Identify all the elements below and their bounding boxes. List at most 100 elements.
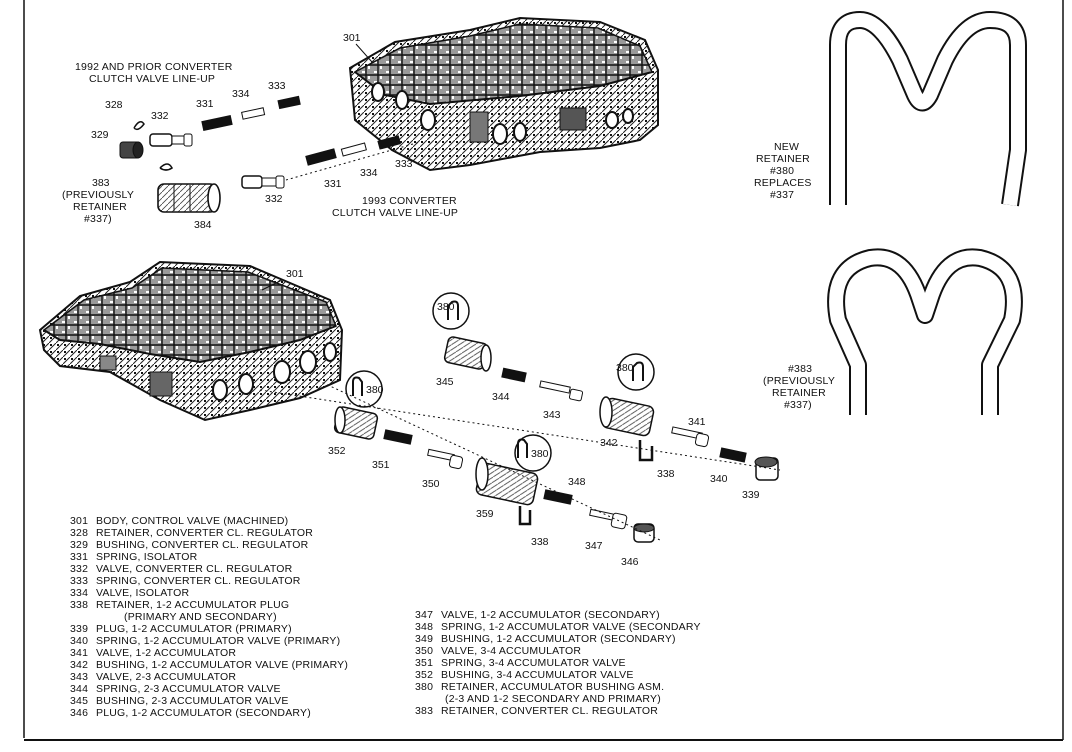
caption-retainer-383: #383 (PREVIOUSLY RETAINER #337) [763,363,835,411]
part-338a-retainer [638,440,654,462]
part-344-spring [501,367,527,383]
part-345-bushing [443,336,492,372]
legend-row: 339 PLUG, 1-2 ACCUMULATOR (PRIMARY) [70,623,292,635]
callout-301-bottom: 301 [286,268,304,280]
legend-row: 338 RETAINER, 1-2 ACCUMULATOR PLUG [70,599,289,611]
legend-row: 331 SPRING, ISOLATOR [70,551,198,563]
svg-text:CLUTCH VALVE LINE-UP: CLUTCH VALVE LINE-UP [332,207,458,219]
callout-343: 343 [543,409,561,421]
part-329-bushing [119,141,144,159]
part-340-spring [719,447,747,463]
part-331-spring-old [201,114,233,132]
svg-text:VALVE, 3-4 ACCUMULATOR: VALVE, 3-4 ACCUMULATOR [441,645,581,657]
svg-text:331: 331 [70,551,88,563]
callout-342: 342 [600,437,618,449]
retainer-380-wire [829,11,1027,207]
part-348-spring [543,489,573,505]
svg-text:333: 333 [70,575,88,587]
svg-text:345: 345 [70,695,88,707]
callout-332-old: 332 [151,110,169,122]
valve-body-top [348,16,659,172]
svg-text:SPRING, 2-3 ACCUMULATOR VALVE: SPRING, 2-3 ACCUMULATOR VALVE [96,683,281,695]
circle-380-a [432,292,470,330]
callout-333-new: 333 [395,158,413,170]
part-341-valve [671,426,710,448]
svg-text:(2-3 AND 1-2 SECONDARY AND PRI: (2-3 AND 1-2 SECONDARY AND PRIMARY) [445,693,661,705]
svg-text:347: 347 [415,609,433,621]
svg-text:BUSHING, 1-2 ACCUMULATOR (SECO: BUSHING, 1-2 ACCUMULATOR (SECONDARY) [441,633,676,645]
svg-text:352: 352 [415,669,433,681]
svg-text:VALVE, 1-2 ACCUMULATOR (SECOND: VALVE, 1-2 ACCUMULATOR (SECONDARY) [441,609,660,621]
callout-328: 328 [105,99,123,111]
svg-text:383: 383 [415,705,433,717]
caption-new-retainer: NEW RETAINER #380 REPLACES #337 [754,141,812,201]
svg-text:339: 339 [70,623,88,635]
svg-text:REPLACES: REPLACES [754,177,812,189]
part-346-plug [633,523,655,543]
part-342-bushing [599,396,655,437]
svg-text:SPRING, ISOLATOR: SPRING, ISOLATOR [96,551,198,563]
part-359-bushing [475,457,539,506]
part-338b-retainer [518,506,532,526]
part-334-valve-old [241,107,266,120]
callout-380-b: 380 [616,362,634,374]
retainer-383-wire [827,248,1023,415]
circle-380-b [617,353,655,391]
legend-row: (PRIMARY AND SECONDARY) [124,611,277,623]
svg-text:RETAINER, 1-2 ACCUMULATOR PLUG: RETAINER, 1-2 ACCUMULATOR PLUG [96,599,289,611]
callout-331-old: 331 [196,98,214,110]
svg-text:343: 343 [70,671,88,683]
valve-body-bottom [38,260,344,422]
svg-text:SPRING, 1-2 ACCUMULATOR VALVE: SPRING, 1-2 ACCUMULATOR VALVE (PRIMARY) [96,635,340,647]
caption-previously-retainer: (PREVIOUSLY RETAINER #337) [62,189,134,225]
callout-384: 384 [194,219,212,231]
svg-text:VALVE, ISOLATOR: VALVE, ISOLATOR [96,587,189,599]
callout-352: 352 [328,445,346,457]
svg-text:350: 350 [415,645,433,657]
part-350-valve [427,448,464,470]
svg-text:1993 CONVERTER: 1993 CONVERTER [362,195,457,207]
callout-338-a: 338 [657,468,675,480]
callout-344: 344 [492,391,510,403]
svg-text:(PREVIOUSLY: (PREVIOUSLY [763,375,835,387]
page-frame [23,0,1064,741]
svg-text:348: 348 [415,621,433,633]
callout-380-a: 380 [437,301,455,313]
caption-old-lineup: 1992 AND PRIOR CONVERTER CLUTCH VALVE LI… [75,61,233,85]
svg-text:PLUG, 1-2 ACCUMULATOR (PRIMARY: PLUG, 1-2 ACCUMULATOR (PRIMARY) [96,623,292,635]
svg-text:340: 340 [70,635,88,647]
svg-text:380: 380 [415,681,433,693]
circle-380-d [514,434,552,472]
callout-346: 346 [621,556,639,568]
svg-text:#337): #337) [84,213,112,225]
svg-text:(PREVIOUSLY: (PREVIOUSLY [62,189,134,201]
svg-text:338: 338 [70,599,88,611]
callout-383: 383 [92,177,110,189]
svg-text:#380: #380 [770,165,794,177]
svg-text:CLUTCH VALVE LINE-UP: CLUTCH VALVE LINE-UP [89,73,215,85]
svg-text:346: 346 [70,707,88,719]
callout-340: 340 [710,473,728,485]
svg-text:RETAINER, CONVERTER CL. REGULA: RETAINER, CONVERTER CL. REGULATOR [441,705,658,717]
legend-row: 383 RETAINER, CONVERTER CL. REGULATOR [415,705,658,717]
part-332-valve-new [241,175,285,189]
svg-text:332: 332 [70,563,88,575]
part-332-valve-old [149,133,193,147]
svg-text:BUSHING, 1-2 ACCUMULATOR VALVE: BUSHING, 1-2 ACCUMULATOR VALVE (PRIMARY) [96,659,348,671]
svg-text:SPRING, 3-4 ACCUMULATOR VALVE: SPRING, 3-4 ACCUMULATOR VALVE [441,657,626,669]
